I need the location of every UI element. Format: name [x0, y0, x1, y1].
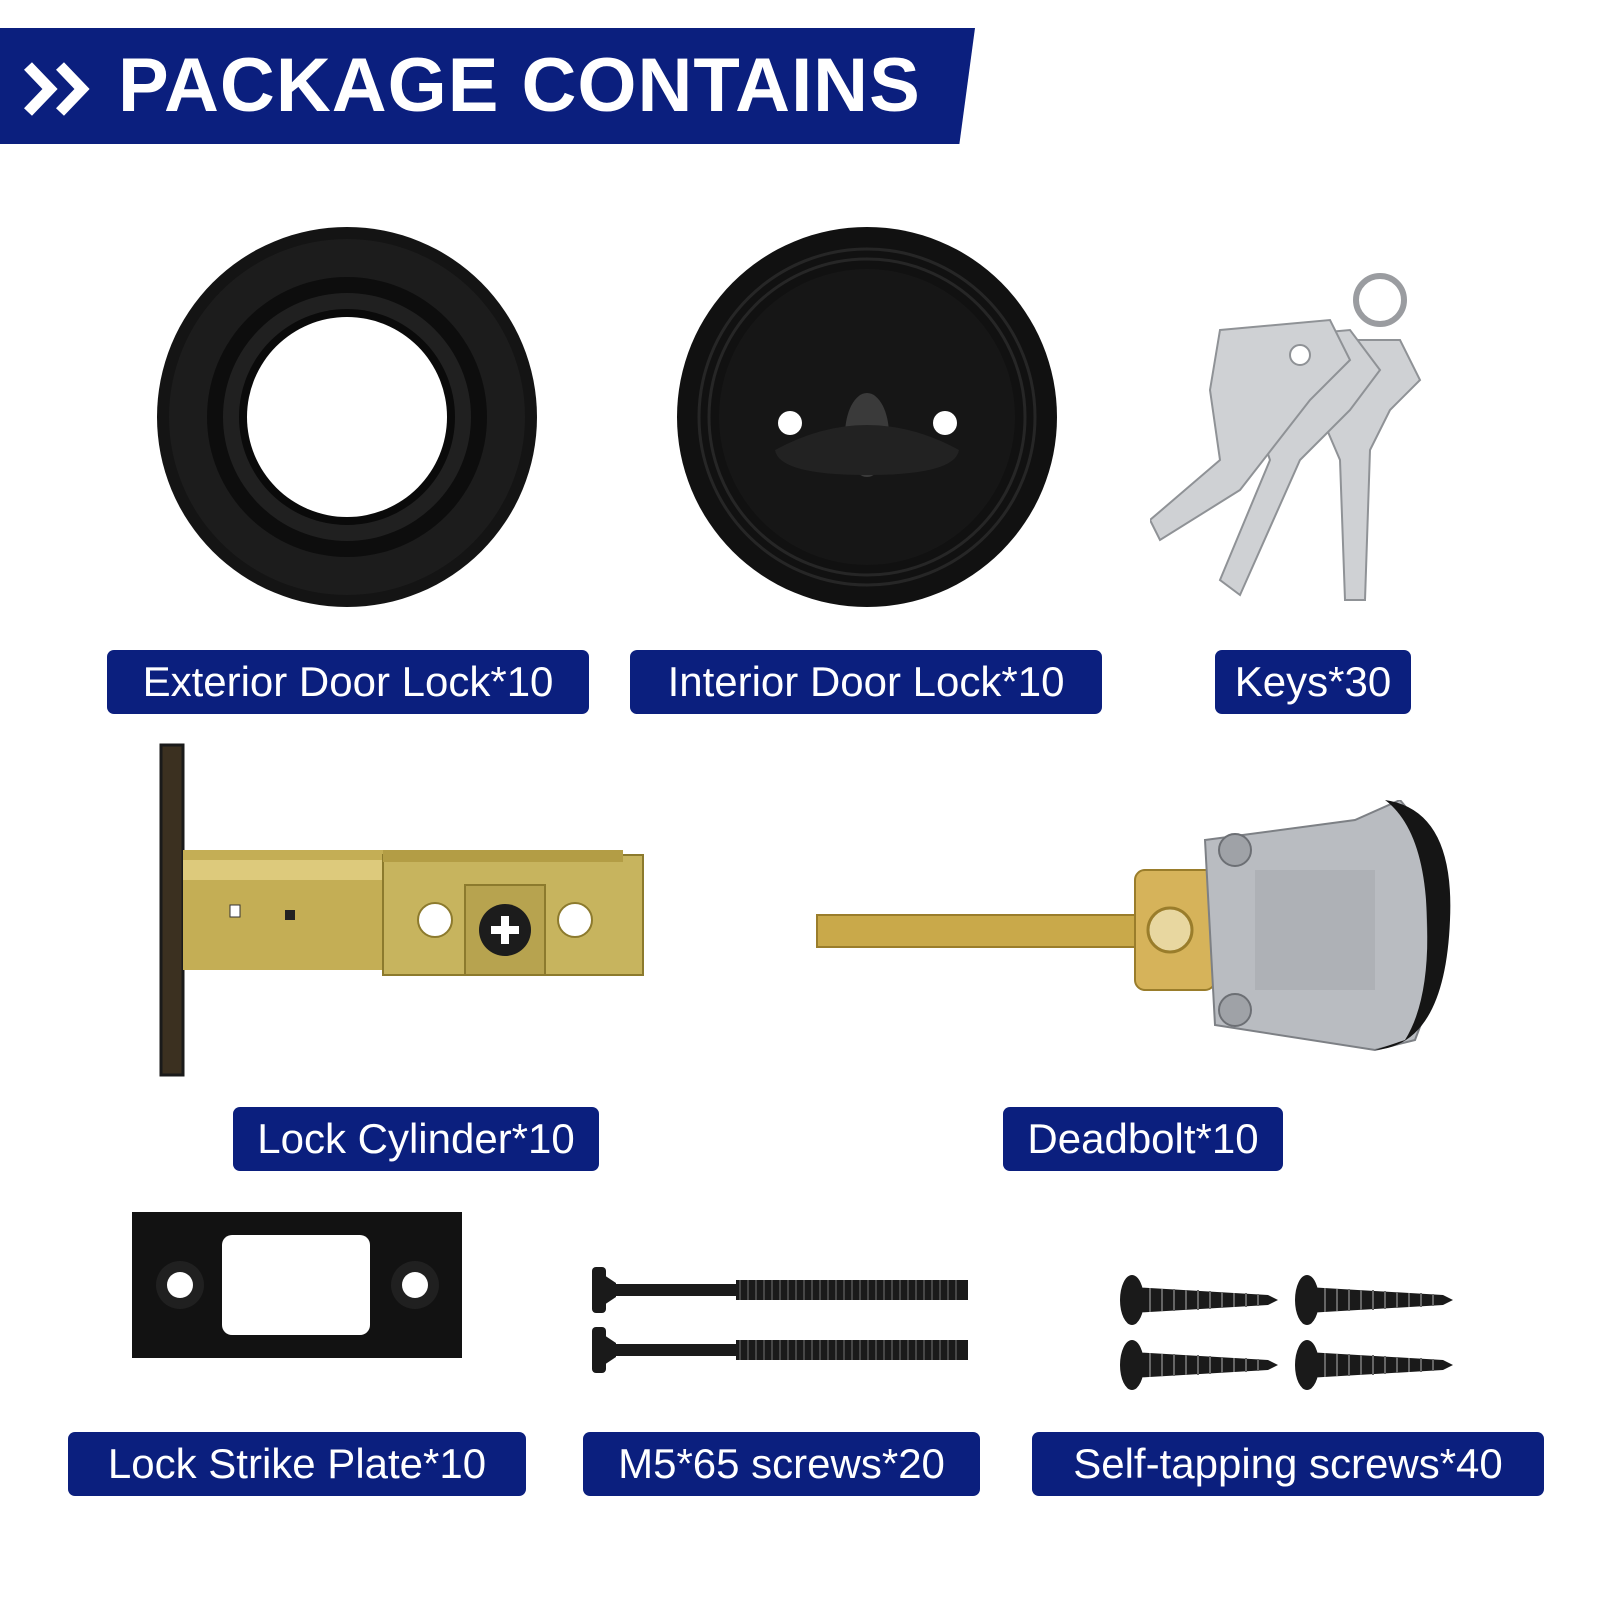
item-label-self-tapping-screws: Self-tapping screws*40 [1032, 1432, 1544, 1496]
item-label-lock-cylinder: Lock Cylinder*10 [233, 1107, 599, 1171]
exterior-door-lock-image [157, 227, 537, 607]
keys-image [1150, 273, 1422, 601]
item-label-interior-door-lock: Interior Door Lock*10 [630, 650, 1102, 714]
self-tapping-screws-image [1120, 1275, 1454, 1391]
item-label-deadbolt: Deadbolt*10 [1003, 1107, 1283, 1171]
item-label-lock-strike-plate: Lock Strike Plate*10 [68, 1432, 526, 1496]
page-title: PACKAGE CONTAINS [118, 43, 921, 128]
deadbolt-image [816, 800, 1451, 1052]
item-label-keys: Keys*30 [1215, 650, 1411, 714]
item-label-m5-screws: M5*65 screws*20 [583, 1432, 980, 1496]
header-banner: PACKAGE CONTAINS [0, 28, 975, 144]
lock-cylinder-image [159, 743, 644, 1077]
double-chevron-right-icon [24, 62, 90, 116]
interior-door-lock-image [677, 227, 1057, 607]
m5-screws-image [592, 1267, 968, 1373]
item-label-exterior-door-lock: Exterior Door Lock*10 [107, 650, 589, 714]
lock-strike-plate-image [132, 1212, 462, 1358]
